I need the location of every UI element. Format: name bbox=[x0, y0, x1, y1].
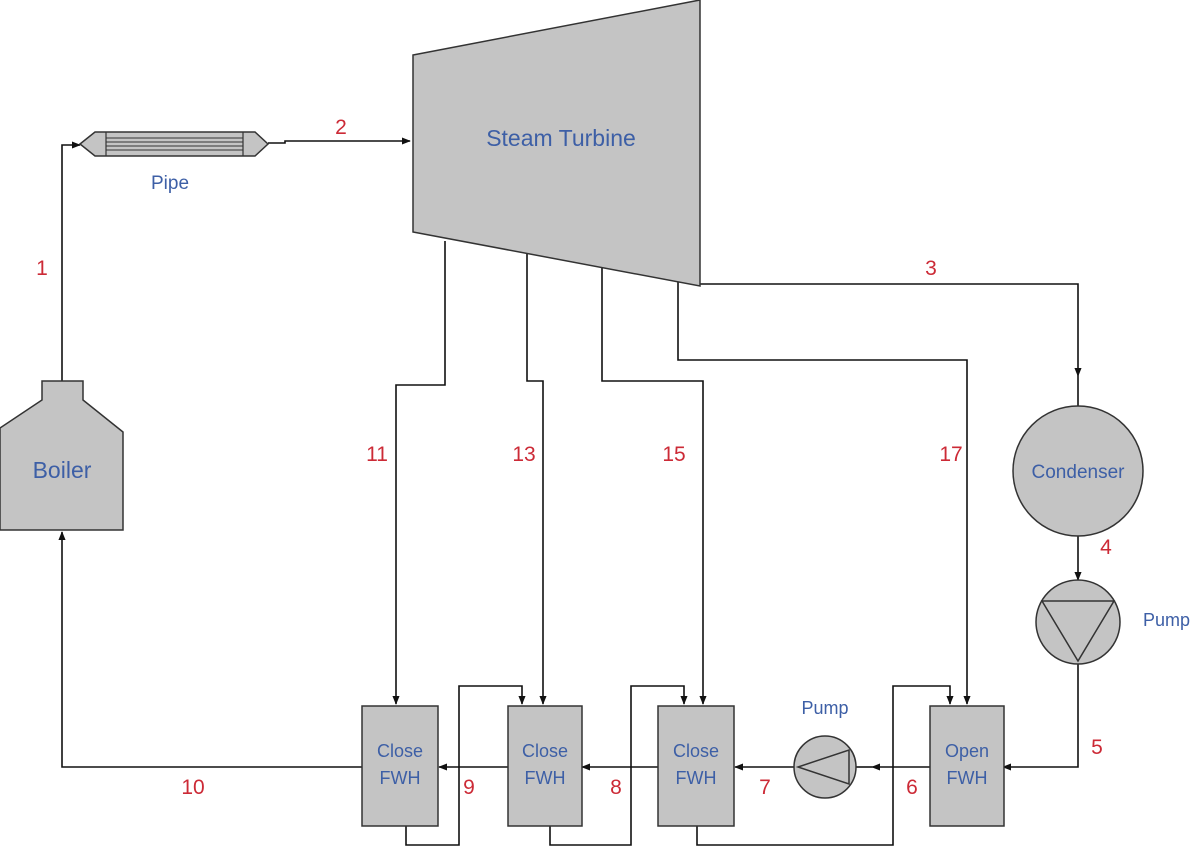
pump-right-label: Pump bbox=[1143, 610, 1190, 630]
state-label-5: 5 bbox=[1091, 736, 1103, 759]
state-label-2: 2 bbox=[335, 116, 347, 139]
state-label-7: 7 bbox=[759, 776, 771, 799]
line-10 bbox=[58, 531, 362, 768]
state-label-3: 3 bbox=[925, 257, 937, 280]
drain-fwh3 bbox=[549, 685, 688, 846]
line-5 bbox=[1002, 664, 1079, 771]
line-1 bbox=[61, 141, 81, 382]
flow-lines bbox=[58, 137, 1082, 846]
close-fwh-1-shape bbox=[361, 705, 439, 827]
pump-middle-shape bbox=[793, 735, 857, 799]
boiler-shape bbox=[0, 380, 124, 531]
close-fwh-2: Close FWH bbox=[507, 705, 583, 827]
open-fwh-shape bbox=[929, 705, 1005, 827]
pipe-body bbox=[78, 131, 270, 157]
boiler: Boiler bbox=[0, 380, 124, 531]
close-fwh-3: Close FWH bbox=[657, 705, 735, 827]
state-label-10: 10 bbox=[181, 776, 204, 799]
pump-middle-triangle-icon bbox=[795, 748, 850, 786]
boiler-label: Boiler bbox=[33, 457, 92, 483]
open-fwh-label-line2: FWH bbox=[947, 768, 988, 788]
line-15 bbox=[601, 267, 707, 705]
state-label-9: 9 bbox=[463, 776, 475, 799]
pump-middle: Pump bbox=[793, 698, 857, 799]
turbine-label: Steam Turbine bbox=[486, 125, 636, 151]
line-17 bbox=[677, 281, 971, 705]
condenser-shape bbox=[1012, 405, 1144, 537]
close-fwh-3-label-line1: Close bbox=[673, 741, 719, 761]
open-fwh-label-line1: Open bbox=[945, 741, 989, 761]
pipe: Pipe bbox=[78, 131, 270, 194]
close-fwh-1-label-line2: FWH bbox=[380, 768, 421, 788]
state-label-4: 4 bbox=[1100, 536, 1112, 559]
open-fwh: Open FWH bbox=[929, 705, 1005, 827]
line-11 bbox=[392, 241, 446, 705]
turbine-shape bbox=[412, 0, 701, 287]
state-label-11: 11 bbox=[366, 443, 388, 466]
condenser-label: Condenser bbox=[1032, 462, 1126, 483]
steam-turbine: Steam Turbine bbox=[412, 0, 701, 287]
close-fwh-1: Close FWH bbox=[361, 705, 439, 827]
pump-right-triangle-icon bbox=[1040, 600, 1116, 663]
state-point-labels: 1 2 3 4 5 6 7 8 9 10 11 13 15 17 bbox=[36, 116, 1112, 799]
close-fwh-2-shape bbox=[507, 705, 583, 827]
pump-middle-label: Pump bbox=[801, 698, 848, 718]
line-3 bbox=[698, 283, 1082, 377]
close-fwh-1-label-line1: Close bbox=[377, 741, 423, 761]
drain-fwh4 bbox=[696, 685, 954, 846]
condenser: Condenser bbox=[1012, 405, 1144, 537]
state-label-1: 1 bbox=[36, 257, 48, 280]
pump-right: Pump bbox=[1035, 579, 1190, 665]
state-label-13: 13 bbox=[512, 443, 535, 466]
close-fwh-3-label-line2: FWH bbox=[676, 768, 717, 788]
pump-right-shape bbox=[1035, 579, 1121, 665]
state-label-17: 17 bbox=[939, 443, 962, 466]
close-fwh-2-label-line2: FWH bbox=[525, 768, 566, 788]
line-13 bbox=[526, 253, 547, 705]
state-label-8: 8 bbox=[610, 776, 622, 799]
close-fwh-3-shape bbox=[657, 705, 735, 827]
state-label-15: 15 bbox=[662, 443, 685, 466]
drain-fwh2 bbox=[405, 685, 526, 846]
pipe-label: Pipe bbox=[151, 173, 189, 194]
state-label-6: 6 bbox=[906, 776, 918, 799]
close-fwh-2-label-line1: Close bbox=[522, 741, 568, 761]
line-2 bbox=[268, 137, 411, 145]
